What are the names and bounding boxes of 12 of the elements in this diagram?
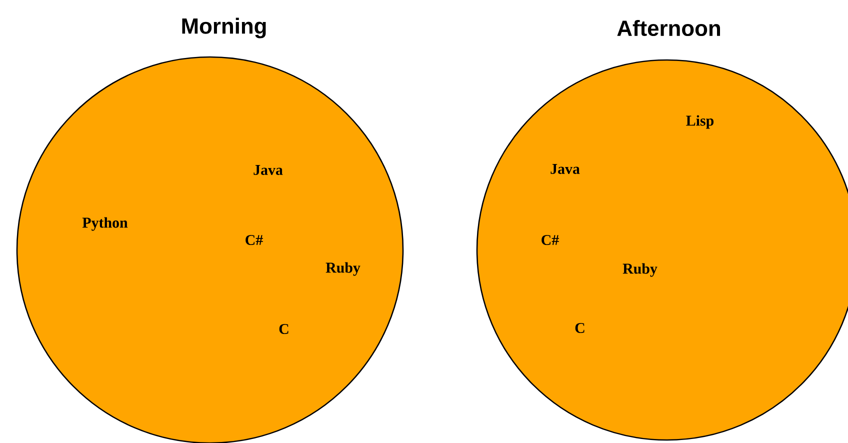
language-label: Java — [550, 164, 580, 174]
language-label: Lisp — [686, 115, 714, 129]
language-label: Python — [82, 217, 128, 231]
language-label: Ruby — [326, 262, 360, 276]
language-label: C# — [542, 234, 559, 246]
language-label: Java — [254, 165, 283, 175]
language-label: C# — [246, 234, 263, 246]
language-label: C — [279, 324, 288, 334]
heading: Afternoon — [617, 20, 720, 36]
language-label: Ruby — [622, 263, 658, 277]
language-label: C — [575, 322, 584, 334]
heading: Morning — [182, 18, 266, 38]
